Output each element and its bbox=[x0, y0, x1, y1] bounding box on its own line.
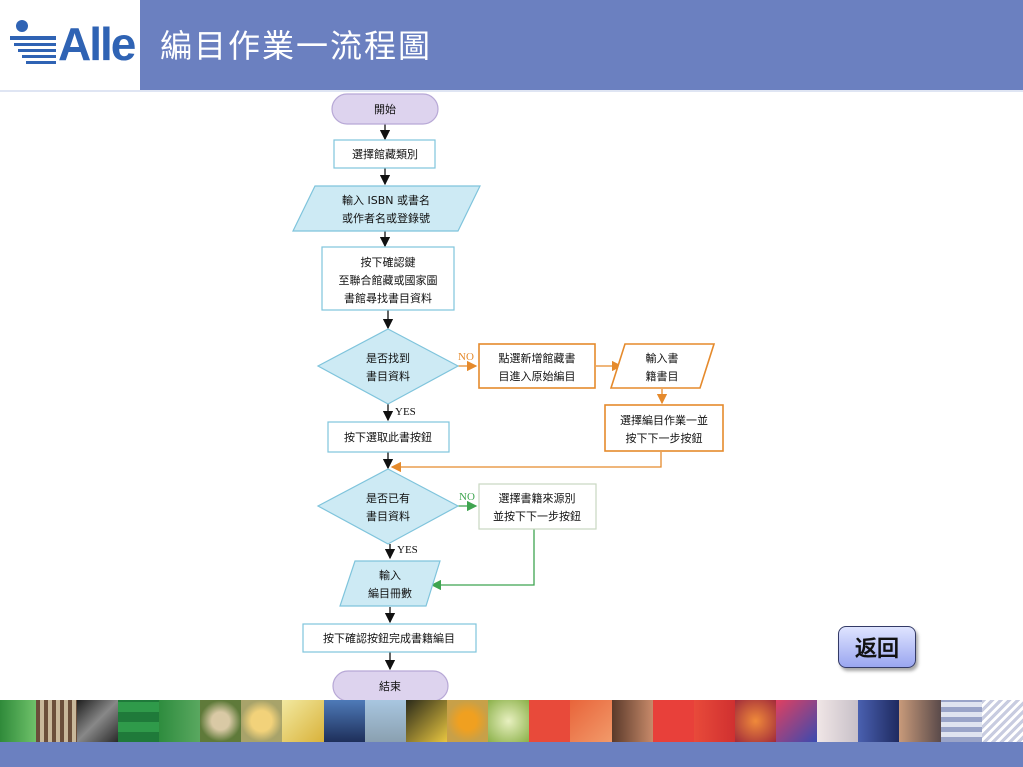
select-source-label-1: 選擇書籍來源別 bbox=[499, 491, 576, 505]
select-source-step: 選擇書籍來源別 並按下下一步按鈕 bbox=[478, 483, 597, 530]
select-book-step: 按下選取此書按鈕 bbox=[327, 421, 450, 453]
logo-text: Alle bbox=[58, 18, 136, 70]
select-catalog-step: 選擇編目作業一並 按下下一步按鈕 bbox=[604, 404, 724, 452]
confirm-search-label-3: 書館尋找書目資料 bbox=[344, 291, 432, 305]
back-button[interactable]: 返回 bbox=[838, 626, 916, 668]
select-catalog-label-1: 選擇編目作業一並 bbox=[620, 413, 708, 427]
input-copies-label-2: 編目冊數 bbox=[368, 586, 412, 600]
no-label-2: NO bbox=[459, 491, 475, 503]
input-search-label-1: 輸入 ISBN 或書名 bbox=[342, 193, 430, 207]
select-type-label: 選擇館藏類別 bbox=[352, 147, 418, 161]
input-search-step: 輸入 ISBN 或書名 或作者名或登錄號 bbox=[292, 185, 481, 232]
input-book-label-1: 輸入書 bbox=[646, 351, 679, 365]
finish-step: 按下確認按鈕完成書籍編目 bbox=[302, 623, 477, 653]
input-book-step: 輸入書 籍書目 bbox=[609, 343, 716, 389]
logo: Alle bbox=[0, 0, 140, 90]
input-copies-step: 輸入 編目冊數 bbox=[339, 560, 441, 607]
confirm-search-step: 按下確認鍵 至聯合館藏或國家圖 書館尋找書目資料 bbox=[321, 246, 455, 311]
found-label-1: 是否找到 bbox=[366, 351, 410, 365]
confirm-search-label-2: 至聯合館藏或國家圖 bbox=[339, 273, 438, 287]
header-bar: Alle 編目作業一流程圖 bbox=[0, 0, 1023, 90]
yes-label-2: YES bbox=[397, 544, 418, 556]
input-book-label-2: 籍書目 bbox=[646, 369, 679, 383]
header-divider bbox=[0, 90, 1023, 92]
start-label: 開始 bbox=[374, 102, 396, 116]
new-catalog-step: 點選新增館藏書 目進入原始編目 bbox=[478, 343, 596, 389]
select-book-label: 按下選取此書按鈕 bbox=[344, 430, 432, 444]
input-copies-label-1: 輸入 bbox=[379, 568, 401, 582]
new-catalog-label-2: 目進入原始編目 bbox=[499, 369, 576, 383]
select-type-step: 選擇館藏類別 bbox=[333, 139, 436, 169]
found-label-2: 書目資料 bbox=[366, 369, 410, 383]
connectors bbox=[379, 124, 668, 671]
has-record-label-2: 書目資料 bbox=[366, 509, 410, 523]
end-label: 結束 bbox=[379, 679, 401, 693]
yes-label-1: YES bbox=[395, 406, 416, 418]
confirm-search-label-1: 按下確認鍵 bbox=[361, 255, 416, 269]
page-title: 編目作業一流程圖 bbox=[160, 27, 433, 65]
end-terminal: 結束 bbox=[332, 670, 449, 702]
found-decision: 是否找到 書目資料 bbox=[316, 328, 460, 405]
new-catalog-label-1: 點選新增館藏書 bbox=[499, 351, 576, 365]
footer-bar bbox=[0, 742, 1023, 767]
logo-mark-icon bbox=[10, 20, 56, 64]
start-terminal: 開始 bbox=[331, 93, 439, 125]
select-source-label-2: 並按下下一步按鈕 bbox=[493, 509, 581, 523]
has-record-label-1: 是否已有 bbox=[366, 491, 410, 505]
finish-label: 按下確認按鈕完成書籍編目 bbox=[323, 631, 455, 645]
select-catalog-label-2: 按下下一步按鈕 bbox=[626, 431, 703, 445]
decorative-photo-strip bbox=[0, 700, 1023, 742]
input-search-label-2: 或作者名或登錄號 bbox=[342, 211, 430, 225]
no-label-1: NO bbox=[458, 351, 474, 363]
has-record-decision: 是否已有 書目資料 bbox=[316, 468, 460, 545]
